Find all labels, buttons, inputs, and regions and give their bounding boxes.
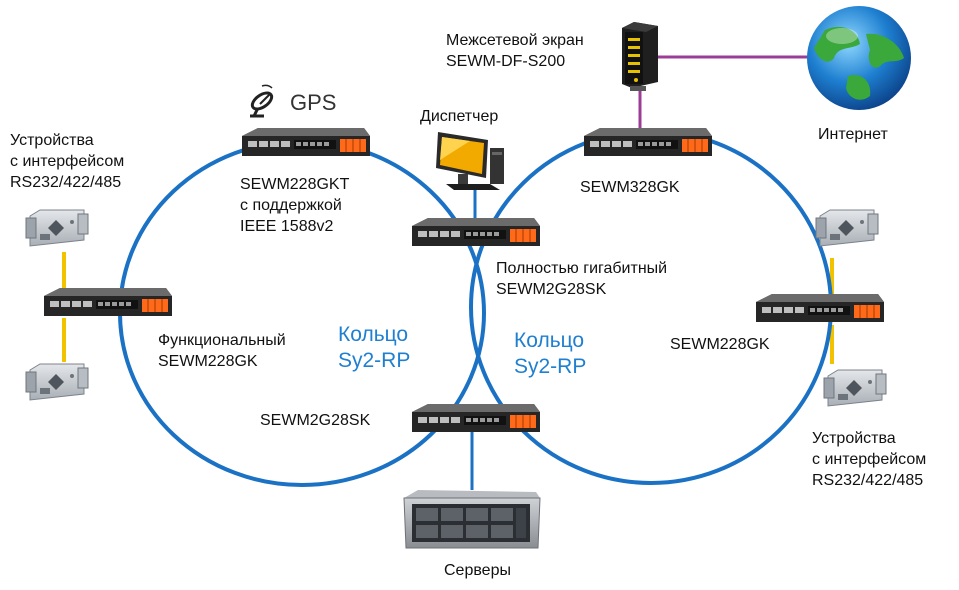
switch-functional-left (43, 287, 173, 317)
internet-label: Интернет (818, 126, 888, 143)
switch-gigabit-line1: Полностью гигабитный (496, 260, 668, 277)
ring-right-label: Кольцо Sy2-RP (514, 328, 586, 380)
switch-328-label: SEWM328GK (580, 179, 680, 196)
devices-right-line1: Устройства (812, 430, 896, 447)
switch-right-label: SEWM228GK (670, 336, 770, 353)
switch-gkt-line2: с поддержкой (240, 197, 342, 214)
switch-sewm2g28sk-bottom (411, 403, 541, 433)
switch-functional-label: Функциональный SEWM228GK (158, 330, 286, 372)
devices-right-label: Устройства с интерфейсом RS232/422/485 (812, 428, 926, 491)
devices-left-label: Устройства с интерфейсом RS232/422/485 (10, 130, 124, 193)
computer-icon (436, 132, 504, 190)
ring-left-line2: Sy2-RP (338, 349, 411, 372)
serial-device-left-top (25, 209, 89, 247)
devices-left-line1: Устройства (10, 132, 94, 149)
ring-left-line1: Кольцо (338, 323, 409, 346)
switch-bottom-label: SEWM2G28SK (260, 412, 371, 429)
rack-server-icon (403, 490, 541, 549)
switch-gkt-line3: IEEE 1588v2 (240, 218, 334, 235)
ring-left-label: Кольцо Sy2-RP (338, 322, 410, 374)
ring-right-line2: Sy2-RP (514, 355, 587, 378)
devices-right-line3: RS232/422/485 (812, 472, 924, 489)
servers-label: Серверы (444, 562, 511, 579)
switch-sewm228gkt (241, 127, 371, 157)
switch-sewm328gk (583, 127, 713, 157)
switch-gigabit-center (411, 217, 541, 247)
switch-gkt-line1: SEWM228GKT (240, 176, 350, 193)
switch-gkt-label: SEWM228GKT с поддержкой IEEE 1588v2 (240, 174, 349, 237)
switch-gigabit-line2: SEWM2G28SK (496, 281, 607, 298)
firewall-label-line2: SEWM-DF-S200 (446, 53, 566, 70)
firewall-label-line1: Межсетевой экран (446, 32, 584, 49)
serial-device-right-bottom (823, 369, 887, 407)
satellite-dish-icon (250, 84, 274, 118)
devices-left-line2: с интерфейсом (10, 153, 125, 170)
devices-right-line2: с интерфейсом (812, 451, 927, 468)
switch-functional-line2: SEWM228GK (158, 353, 258, 370)
firewall-label: Межсетевой экран SEWM-DF-S200 (446, 30, 584, 72)
switch-functional-line1: Функциональный (158, 332, 286, 349)
gps-label: GPS (290, 90, 337, 115)
ring-right-line1: Кольцо (514, 329, 585, 352)
switch-gigabit-label: Полностью гигабитный SEWM2G28SK (496, 258, 667, 300)
firewall-device-icon (622, 22, 658, 91)
globe-icon (807, 6, 911, 110)
serial-device-left-bottom (25, 363, 89, 401)
serial-device-right-top (815, 209, 879, 247)
switch-sewm228gk-right (755, 293, 885, 323)
dispatcher-label: Диспетчер (420, 108, 499, 125)
devices-left-line3: RS232/422/485 (10, 174, 122, 191)
